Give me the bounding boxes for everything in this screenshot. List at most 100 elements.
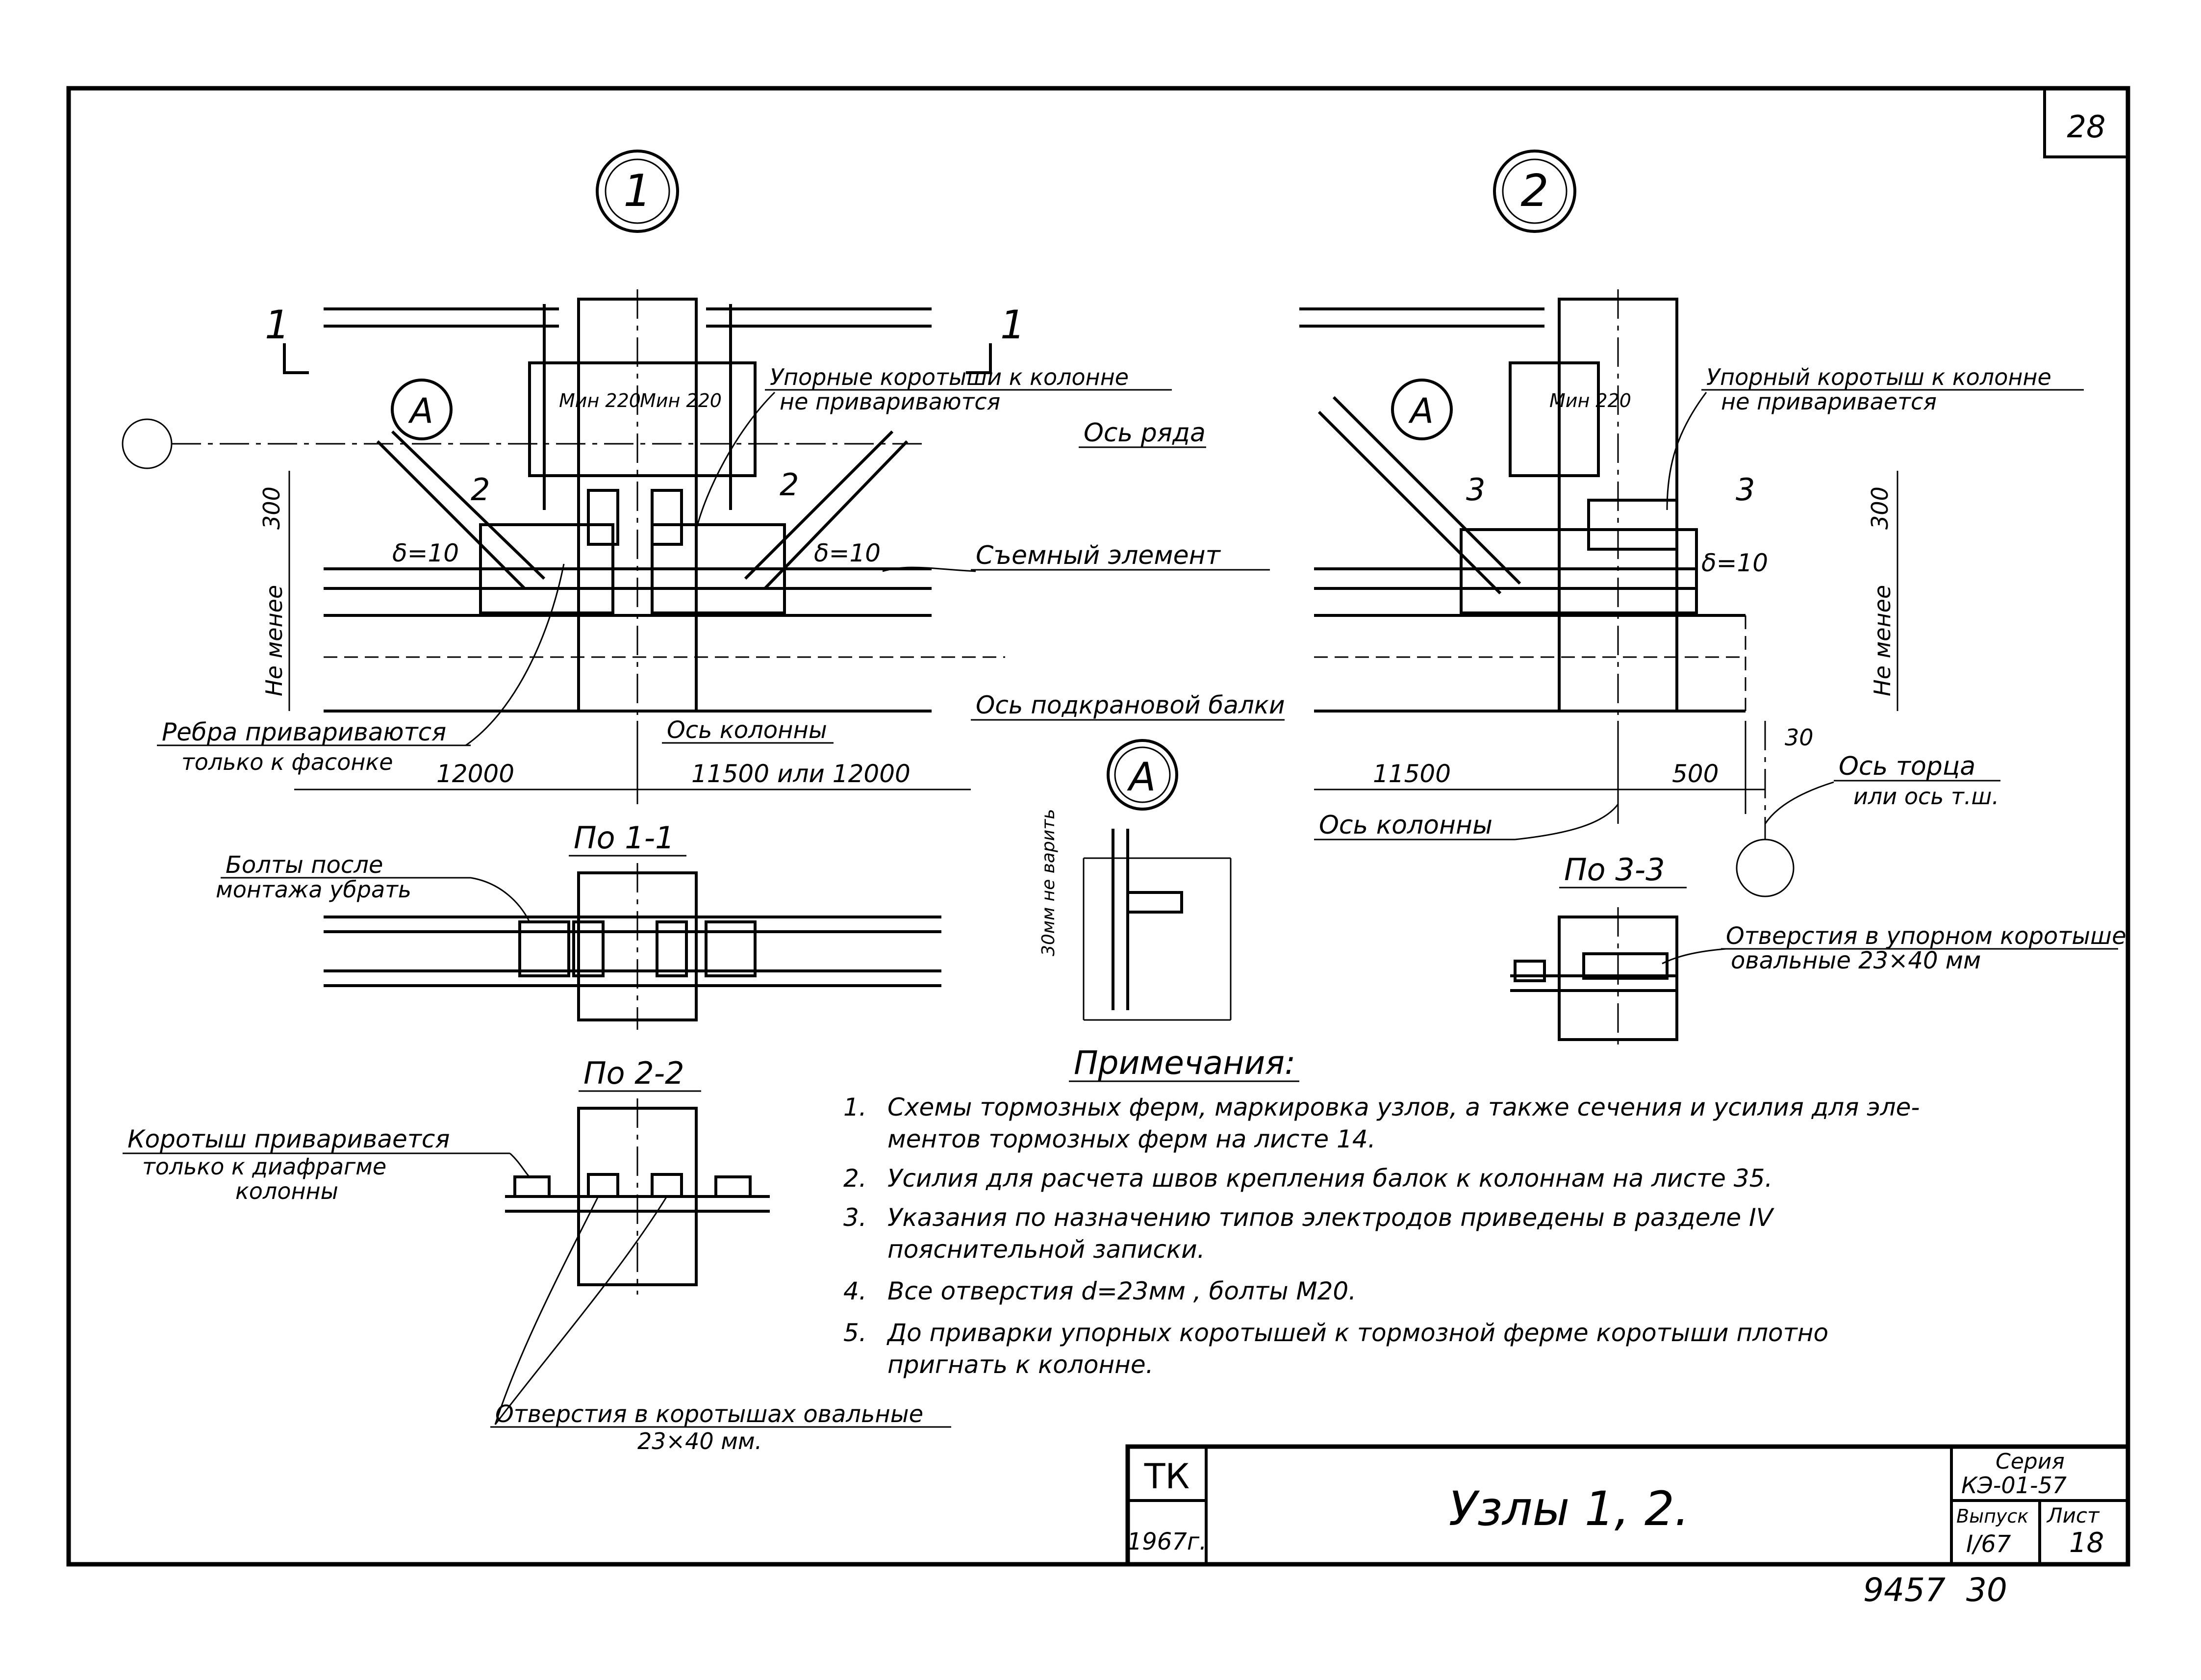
row-axis-label: Ось ряда xyxy=(1084,418,1206,448)
node1-marker-outer xyxy=(596,150,679,233)
short-node2 xyxy=(1587,499,1678,551)
title-block-year: 1967г. xyxy=(1127,1528,1207,1555)
note-5-num: 5. xyxy=(843,1319,867,1347)
issue-label: Выпуск xyxy=(1956,1505,2028,1527)
note-5-line2: пригнать к колонне. xyxy=(887,1350,1153,1379)
detail-a-label-node1: A xyxy=(408,391,433,431)
section-1-1-note-line2: монтажа убрать xyxy=(216,876,411,903)
dim-500: 500 xyxy=(1672,760,1719,788)
title-block: ТК 1967г. Узлы 1, 2. Серия КЭ-01-57 Выпу… xyxy=(1125,1444,2130,1567)
section-2-2-note-line3: колонны xyxy=(235,1178,338,1204)
sheet-frame xyxy=(66,86,2130,1567)
note-3-num: 3. xyxy=(843,1203,867,1232)
note-3-line1: Указания по назначению типов электродов … xyxy=(887,1203,1775,1232)
ribs-note-line1: Ребра привариваются xyxy=(162,718,446,746)
section-3-3-note-line1: Отверстия в упорном коротыше xyxy=(1726,922,2126,950)
note-3-line2: пояснительной записки. xyxy=(887,1235,1205,1264)
holes-note-line2: 23×40 мм. xyxy=(637,1428,762,1454)
section-mark-3-left: 3 xyxy=(1466,472,1485,508)
removable-element-label: Съемный элемент xyxy=(976,541,1221,570)
min-220-left: Мин 220 xyxy=(559,390,641,411)
detail-a-label-node2: A xyxy=(1408,391,1434,431)
note-short-node2-line1: Упорный коротыш к колонне xyxy=(1706,364,2051,390)
delta-right: δ=10 xyxy=(814,539,881,567)
sheet-value: 18 xyxy=(2069,1527,2104,1559)
note-1-num: 1. xyxy=(843,1093,867,1121)
column-axis-label-node1: Ось колонны xyxy=(667,716,827,744)
node-1: 1 Ось ряда Мин 220 Мин 220 xyxy=(122,150,1285,804)
detail-a: A 30мм не варить xyxy=(1038,739,1232,1021)
dim-11500-node2: 11500 xyxy=(1373,760,1451,788)
notes: Примечания: 1. Схемы тормозных ферм, мар… xyxy=(843,1044,1920,1379)
dim-12000: 12000 xyxy=(436,760,514,788)
end-axis-line2: или ось т.ш. xyxy=(1853,783,1999,810)
dim-300-node2: 300 xyxy=(1867,486,1893,530)
delta-left: δ=10 xyxy=(392,539,459,567)
brace-right xyxy=(763,440,909,590)
section-mark-3-right: 3 xyxy=(1736,472,1755,508)
note-2-line1: Усилия для расчета швов крепления балок … xyxy=(887,1164,1772,1193)
series-label: Серия xyxy=(1996,1449,2065,1474)
column-axis-label-node2: Ось колонны xyxy=(1319,811,1493,840)
end-axis-line1: Ось торца xyxy=(1839,752,1975,781)
section-2-2-title: По 2-2 xyxy=(583,1055,684,1091)
detail-a-marker-node1 xyxy=(391,379,453,440)
note-5-line1: До приварки упорных коротышей к тормозно… xyxy=(886,1319,1828,1347)
node2-marker-inner xyxy=(1502,158,1568,224)
node1-marker-inner xyxy=(605,158,670,224)
section-1-1-title: По 1-1 xyxy=(574,820,675,856)
note-4-line1: Все отверстия d=23мм , болты М20. xyxy=(887,1277,1356,1305)
notes-title: Примечания: xyxy=(1074,1044,1295,1082)
note-shorts-line1: Упорные коротыши к колонне xyxy=(770,364,1129,390)
section-3-3: По 3-3 Отверстия в упорном коротыше овал… xyxy=(1510,852,2126,1049)
brace-node2 xyxy=(1317,410,1502,595)
gusset-node2 xyxy=(1460,528,1698,614)
issue-value: I/67 xyxy=(1966,1530,2011,1558)
page-number: 28 xyxy=(2067,109,2106,145)
page-number-box xyxy=(2043,87,2129,158)
note-short-node2-line2: не приваривается xyxy=(1721,388,1937,415)
section-1-1: По 1-1 Болты после монтажа убрать xyxy=(216,820,941,1030)
node-2: 2 Мин 220 A 3 3 δ=10 Упорный коротыш к к… xyxy=(1299,150,2084,897)
crane-beam-axis-label: Ось подкрановой балки xyxy=(976,691,1285,719)
section-2-2-note-line2: только к диафрагме xyxy=(142,1153,386,1180)
end-axis-bubble xyxy=(1736,839,1795,897)
row-axis-bubble xyxy=(122,418,173,469)
detail-a-marker xyxy=(1107,739,1178,811)
note-1-line2: ментов тормозных ферм на листе 14. xyxy=(887,1125,1376,1153)
sheet-label: Лист xyxy=(2046,1503,2100,1527)
section-mark-1-right: 1 xyxy=(1000,302,1025,348)
node2-marker-label: 2 xyxy=(1520,165,1548,217)
not-less-node1: Не менее xyxy=(261,585,287,696)
bottom-stamp: 9457 30 xyxy=(1863,1571,2007,1609)
note-2-num: 2. xyxy=(843,1164,867,1193)
delta-node2: δ=10 xyxy=(1701,549,1768,577)
dim-300-node1: 300 xyxy=(258,486,285,530)
title-block-org: ТК xyxy=(1144,1456,1189,1497)
section-mark-2-right: 2 xyxy=(780,467,799,503)
section-2-2-note-line1: Коротыш приваривается xyxy=(127,1125,450,1153)
section-3-3-title: По 3-3 xyxy=(1564,852,1665,888)
node2-marker-outer xyxy=(1493,150,1576,233)
min-220-node2: Мин 220 xyxy=(1549,390,1631,411)
section-2-2: По 2-2 Коротыш приваривается только к ди… xyxy=(123,1055,951,1454)
section-mark-1-left: 1 xyxy=(265,302,290,348)
detail-a-marker-node2 xyxy=(1391,379,1453,440)
section-3-3-note-line2: овальные 23×40 мм xyxy=(1731,947,1981,974)
series-value: КЭ-01-57 xyxy=(1961,1472,2067,1499)
holes-note-line1: Отверстия в коротышах овальные xyxy=(495,1400,923,1428)
section-mark-2-left: 2 xyxy=(471,472,490,508)
dim-30: 30 xyxy=(1785,724,1814,751)
ribs-note-line2: только к фасонке xyxy=(181,749,393,775)
node1-marker-label: 1 xyxy=(623,165,651,217)
dim-11500-or-12000: 11500 или 12000 xyxy=(691,760,911,788)
min-220-right: Мин 220 xyxy=(640,390,722,411)
note-1-line1: Схемы тормозных ферм, маркировка узлов, … xyxy=(887,1093,1920,1121)
detail-a-title: A xyxy=(1127,754,1156,800)
detail-a-dim: 30мм не варить xyxy=(1038,809,1059,956)
section-1-1-note-line1: Болты после xyxy=(226,851,383,879)
not-less-node2: Не менее xyxy=(1869,585,1896,696)
title-block-title: Узлы 1, 2. xyxy=(1449,1481,1690,1536)
brace-left xyxy=(376,440,526,590)
